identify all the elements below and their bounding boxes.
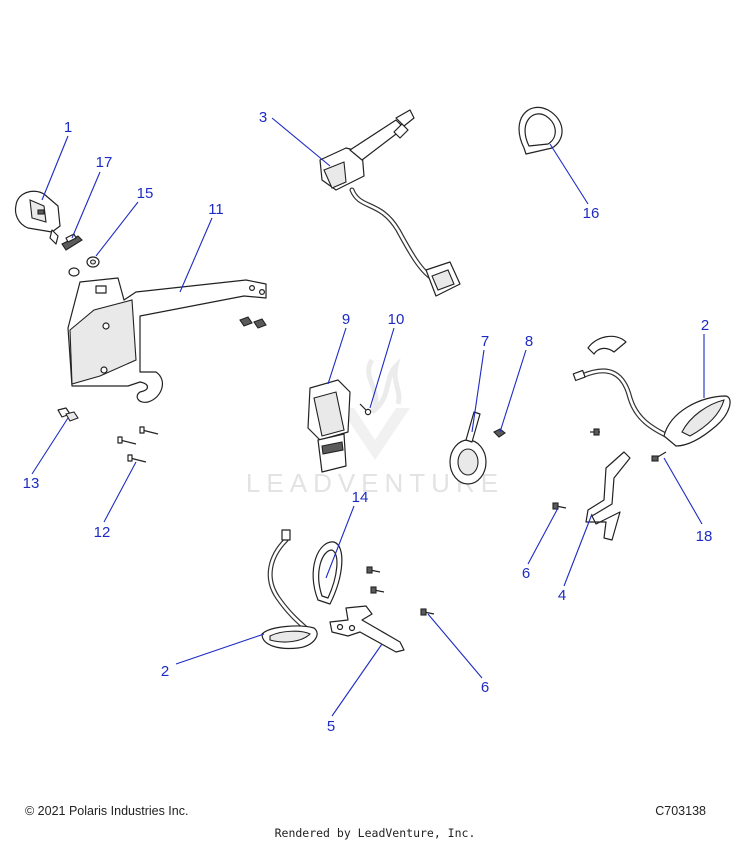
copyright-text: © 2021 Polaris Industries Inc.: [25, 804, 189, 818]
part-light-bracket: [585, 451, 631, 541]
callout-2-lower: 2: [161, 663, 169, 680]
callout-14: 14: [352, 489, 369, 506]
part-horn: [449, 411, 487, 485]
leader-lines: [31, 117, 705, 717]
part-screws-6-right: [552, 428, 600, 510]
callout-2-upper: 2: [701, 317, 709, 334]
part-signal-bracket: [329, 605, 405, 653]
part-clip: [61, 233, 83, 251]
part-nut: [68, 256, 100, 277]
callout-17: 17: [96, 154, 113, 171]
rendered-by-text: Rendered by LeadVenture, Inc.: [274, 826, 476, 840]
callout-12: 12: [94, 524, 111, 541]
callout-3: 3: [259, 109, 267, 126]
part-screw-18: [651, 451, 667, 462]
part-bracket-bolts: [239, 316, 267, 329]
callout-5: 5: [327, 718, 335, 735]
part-electrical-module: [307, 379, 351, 473]
callout-6-right: 6: [522, 565, 530, 582]
callout-18: 18: [696, 528, 713, 545]
part-screws-12: [117, 426, 159, 463]
callout-9: 9: [342, 311, 350, 328]
callout-15: 15: [137, 185, 154, 202]
leadventure-logo-mark: [340, 357, 410, 460]
part-bolts-13: [57, 407, 79, 422]
callout-10: 10: [388, 311, 405, 328]
callout-11: 11: [208, 201, 224, 218]
callout-labels: 1 17 15 11 3 16 9 10 7 8 2 13 12 18 6 4 …: [23, 109, 713, 735]
part-cable-tie: [518, 106, 563, 155]
part-screw-10: [359, 403, 372, 416]
part-switch-pod: [14, 190, 61, 245]
part-screws-6-lower: [366, 566, 435, 616]
diagram-code: C703138: [655, 804, 706, 818]
callout-8: 8: [525, 333, 533, 350]
part-turn-signal-lower: [261, 529, 318, 650]
part-nut-8: [493, 428, 506, 438]
callout-6-lower: 6: [481, 679, 489, 696]
part-combination-switch: [319, 109, 461, 297]
callout-1: 1: [64, 119, 72, 136]
callout-16: 16: [583, 205, 600, 222]
part-mounting-bracket: [67, 277, 267, 403]
callout-13: 13: [23, 475, 40, 492]
callout-4: 4: [558, 587, 566, 604]
callout-7: 7: [481, 333, 489, 350]
part-turn-signal-upper: [572, 335, 731, 447]
